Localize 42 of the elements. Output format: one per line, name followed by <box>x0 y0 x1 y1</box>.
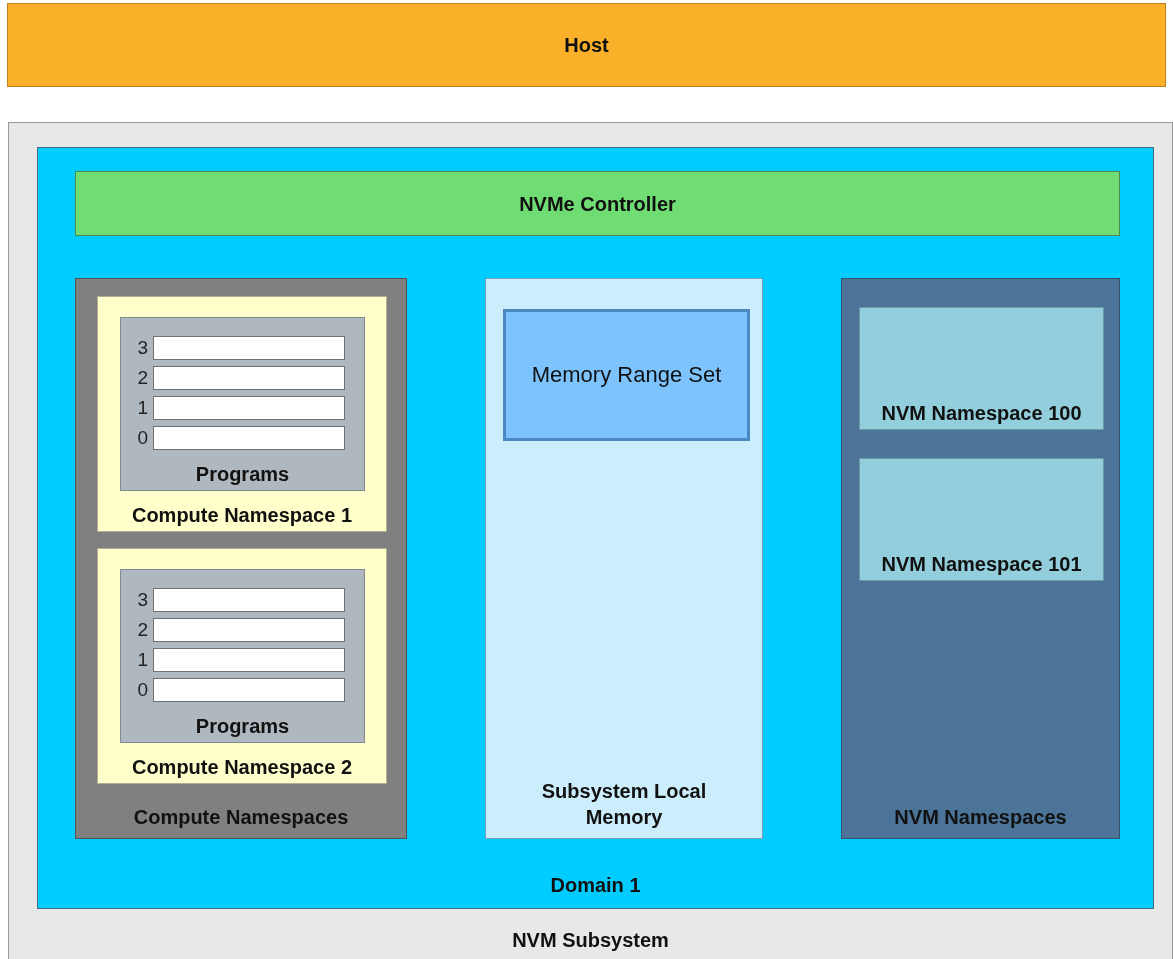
program-slot <box>153 366 345 390</box>
nvm-namespace-box <box>859 307 1104 430</box>
programs-panel <box>120 569 365 743</box>
slot-number: 0 <box>136 678 148 701</box>
box-title: Host <box>563 33 610 58</box>
slot-number: 1 <box>136 396 148 419</box>
slot-number: 2 <box>136 618 148 641</box>
program-slot <box>153 426 345 450</box>
compute-namespaces-panel <box>75 278 407 839</box>
memory-range-box <box>503 309 750 441</box>
program-slot <box>153 618 345 642</box>
box-title: Domain 1 <box>549 873 642 898</box>
box-title: NVMe Controller <box>518 191 677 217</box>
slot-number: 3 <box>136 588 148 611</box>
programs-panel <box>120 317 365 491</box>
compute-namespace-panel <box>97 296 387 532</box>
program-slot <box>153 648 345 672</box>
program-slot <box>153 396 345 420</box>
box-title: Programs <box>194 714 291 739</box>
box-title: NVM Namespaces <box>893 805 1068 830</box>
box-title: Compute Namespace 2 <box>130 755 354 780</box>
controller-bar <box>75 171 1120 236</box>
slot-number: 3 <box>136 336 148 359</box>
box-title: Programs <box>194 462 291 487</box>
nvm-namespaces-panel <box>841 278 1120 839</box>
box-title: Memory Range Set <box>530 362 723 388</box>
program-slot <box>153 336 345 360</box>
box-title: Compute Namespace 1 <box>130 503 354 528</box>
program-slot <box>153 588 345 612</box>
local-memory-panel <box>485 278 763 839</box>
box-title: Subsystem Local Memory <box>540 779 708 830</box>
compute-namespace-panel <box>97 548 387 784</box>
nvm-namespace-box <box>859 458 1104 581</box>
box-title: Compute Namespaces <box>132 805 350 830</box>
slot-number: 1 <box>136 648 148 671</box>
box-title: NVM Namespace 101 <box>880 552 1083 577</box>
host-bar <box>7 3 1166 87</box>
box-title: NVM Subsystem <box>511 928 670 953</box>
slot-number: 2 <box>136 366 148 389</box>
slot-number: 0 <box>136 426 148 449</box>
box-title: NVM Namespace 100 <box>880 401 1083 426</box>
program-slot <box>153 678 345 702</box>
